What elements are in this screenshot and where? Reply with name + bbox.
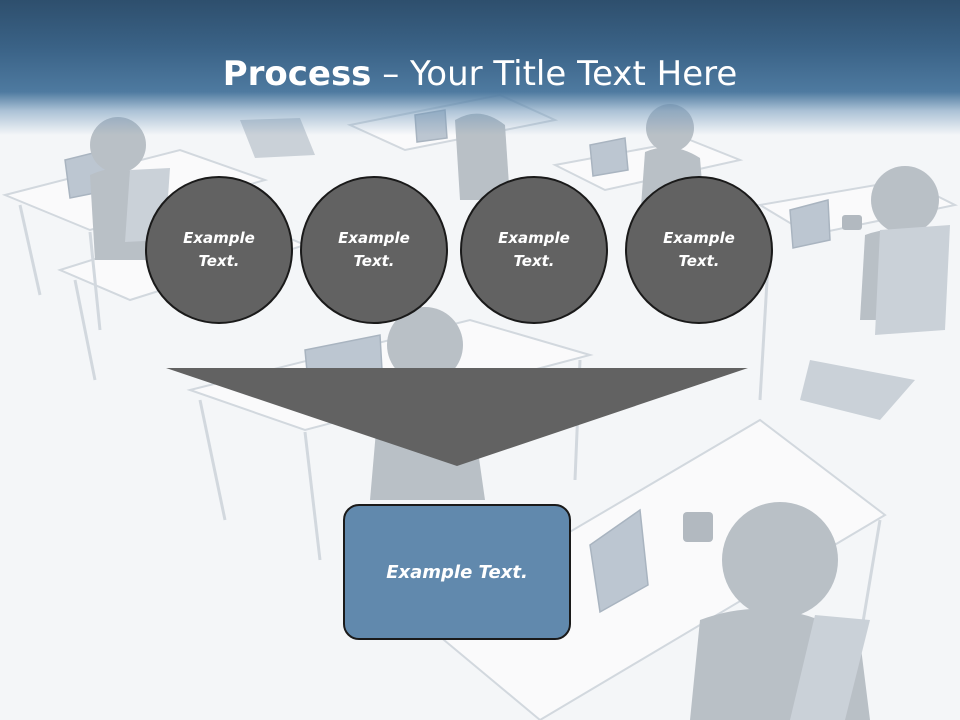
header-band: [0, 0, 960, 135]
result-label: Example Text.: [386, 561, 528, 583]
process-circle-4: Example Text.: [625, 176, 773, 324]
title-rest: – Your Title Text Here: [371, 54, 738, 94]
result-box: Example Text.: [343, 504, 571, 640]
circle-label-2: Example Text.: [338, 229, 410, 270]
title-bold: Process: [222, 54, 372, 94]
process-circle-2: Example Text.: [300, 176, 448, 324]
process-circle-1: Example Text.: [145, 176, 293, 324]
funnel-arrow: [166, 368, 748, 466]
slide-title: Process – Your Title Text Here: [0, 52, 960, 96]
circle-label-1: Example Text.: [183, 229, 255, 270]
circle-label-3: Example Text.: [498, 229, 570, 270]
process-circle-3: Example Text.: [460, 176, 608, 324]
circle-label-4: Example Text.: [663, 229, 735, 270]
